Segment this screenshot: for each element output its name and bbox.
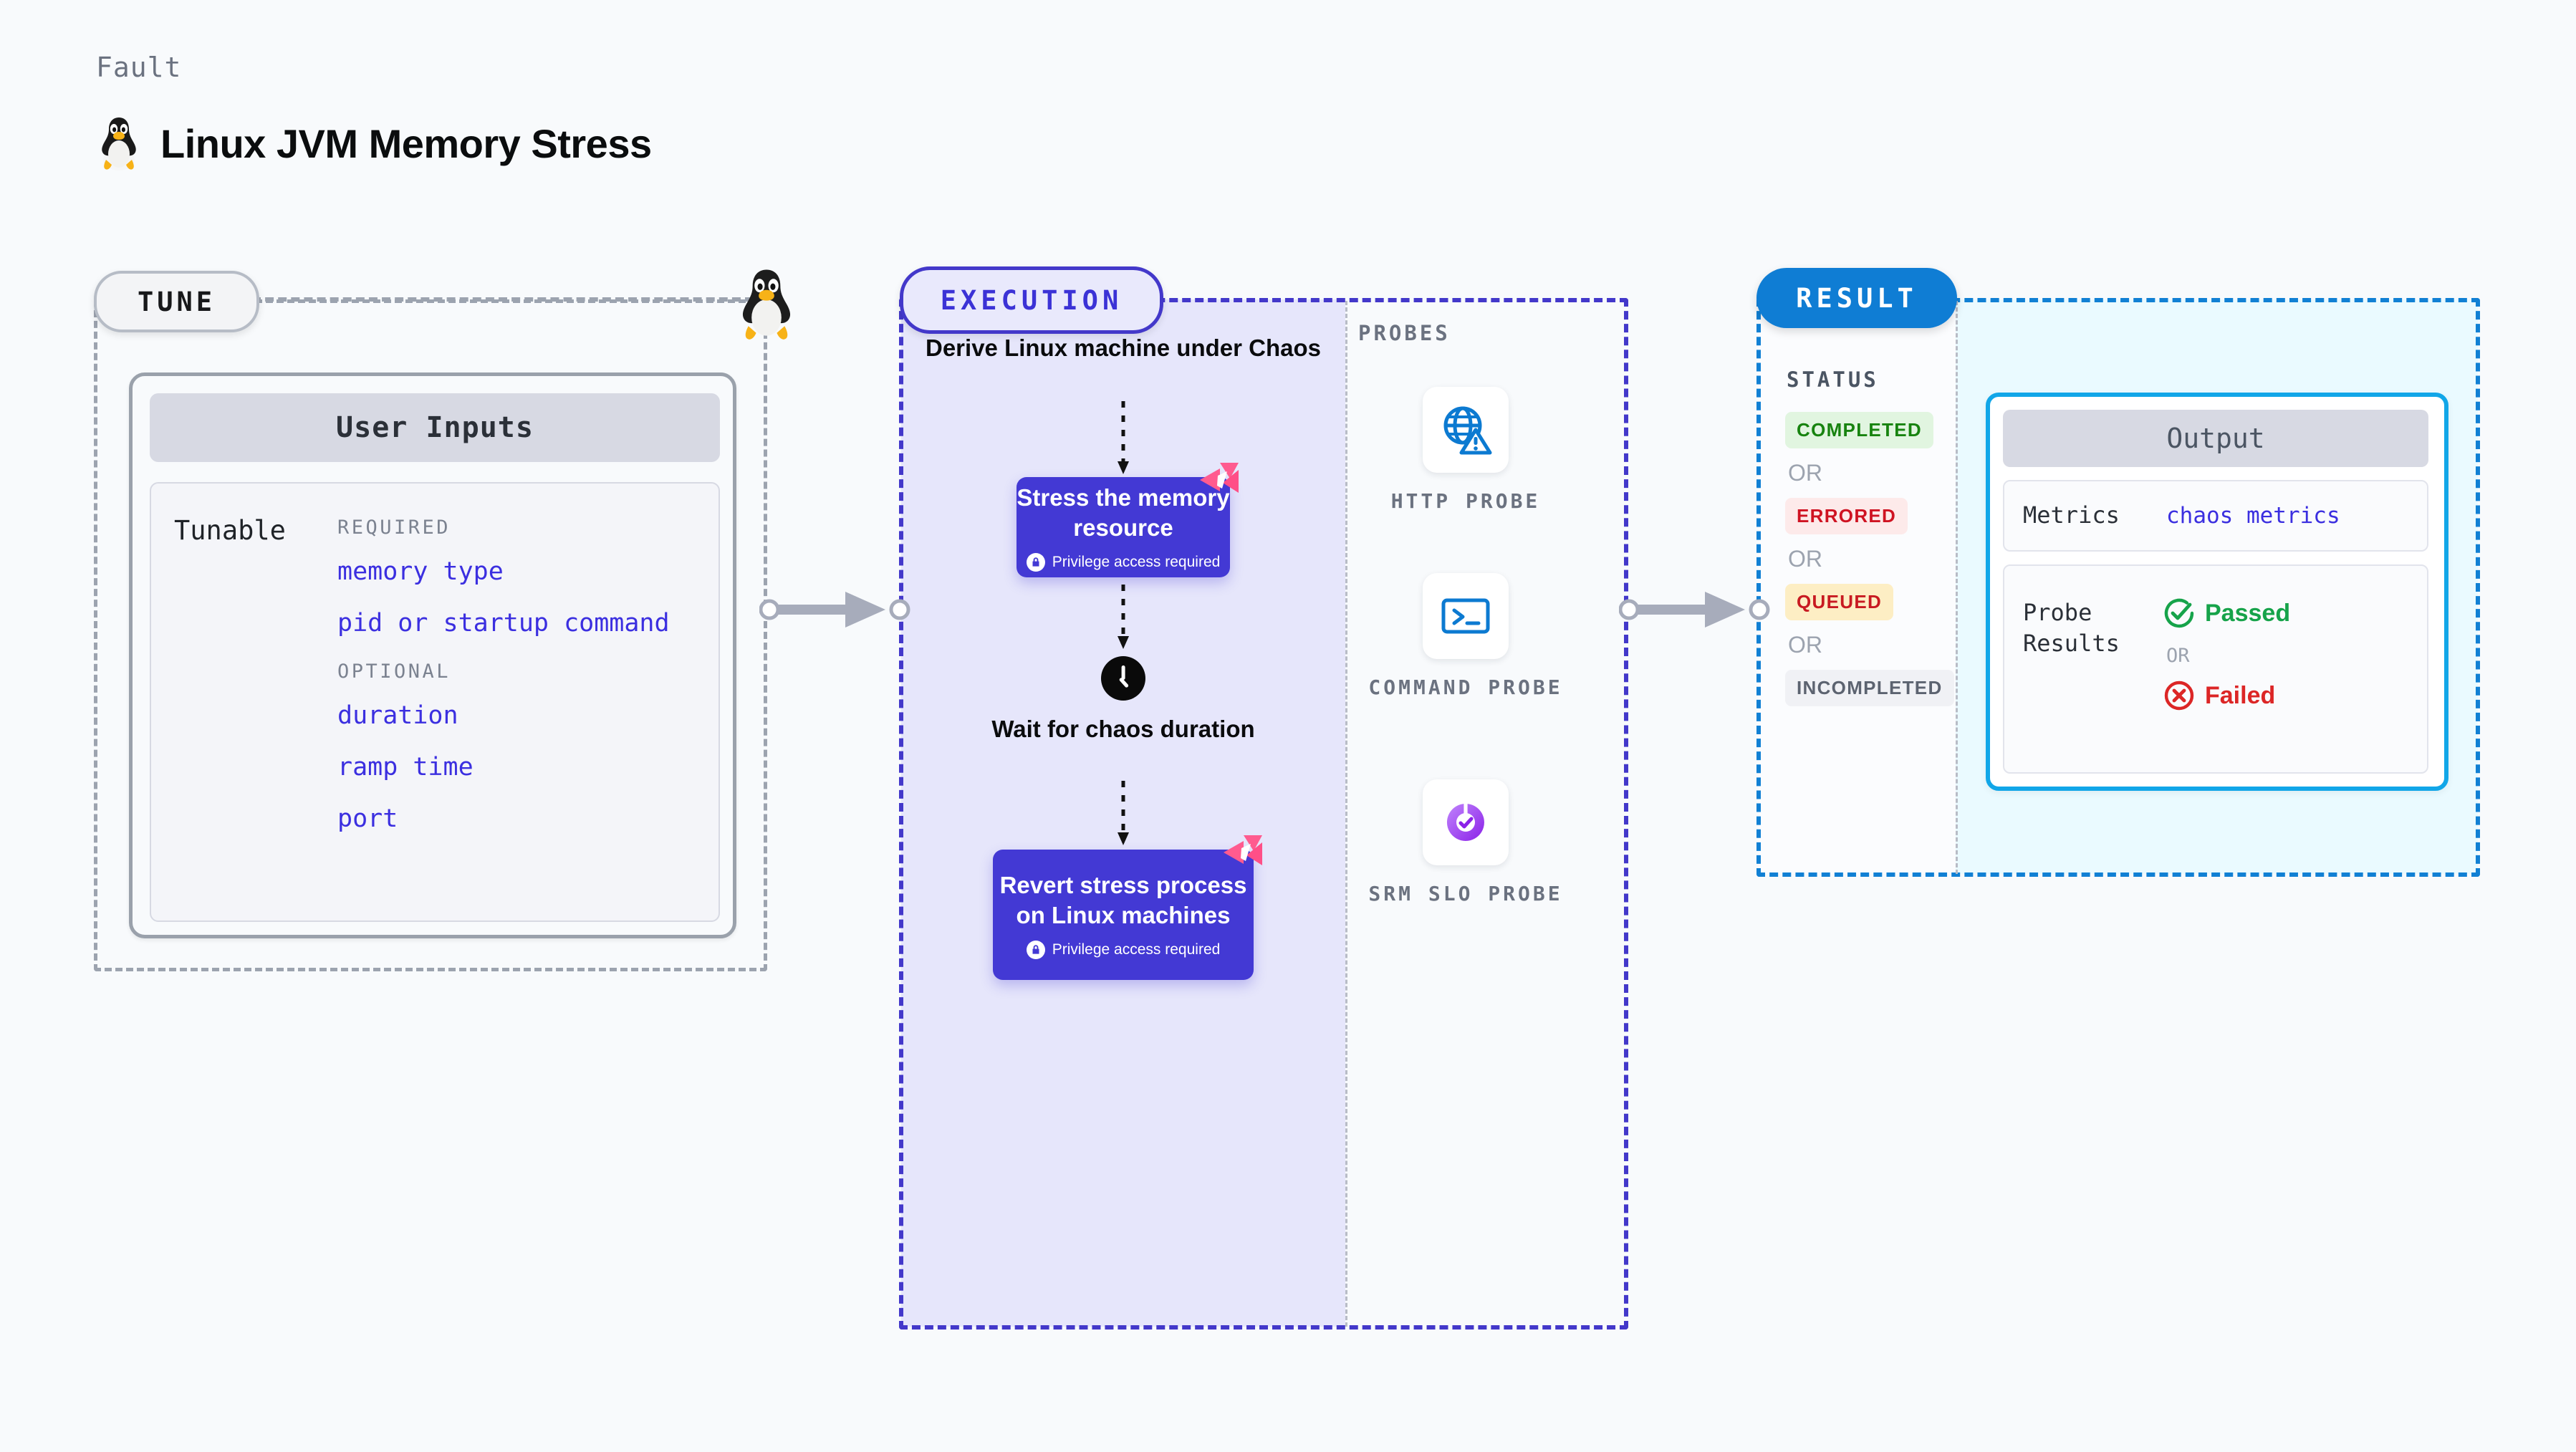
execution-probes-panel [899, 298, 1628, 1330]
tunable-item[interactable]: port [337, 804, 398, 833]
status-list: COMPLETED OR ERRORED OR QUEUED OR INCOMP… [1785, 412, 1957, 706]
flow-arrow-down-icon [1118, 781, 1129, 845]
linux-tux-icon [102, 117, 136, 170]
lock-icon [1026, 553, 1045, 572]
privilege-row: Privilege access required [1026, 941, 1221, 960]
or-separator: OR [1788, 460, 1822, 486]
probe-label: HTTP PROBE [1390, 489, 1541, 513]
fault-kicker-label: Fault [96, 52, 182, 83]
or-separator: OR [1788, 632, 1822, 658]
arrow-right-icon [1619, 592, 1770, 628]
probe-passed-label: Passed [2205, 599, 2291, 627]
result-pill-label: RESULT [1796, 282, 1918, 314]
user-inputs-header: User Inputs [150, 393, 720, 462]
globe-alert-icon [1423, 387, 1509, 473]
status-label: STATUS [1787, 367, 1879, 392]
flow-card-title: Stress the memory resource [1017, 484, 1230, 541]
check-circle-icon [2164, 598, 2194, 628]
tune-pill-label: TUNE [137, 286, 216, 317]
probe-failed-label: Failed [2205, 681, 2276, 709]
status-badge-incompleted: INCOMPLETED [1785, 670, 1954, 706]
flow-card-stress-memory[interactable]: Stress the memory resource Privilege acc… [1017, 463, 1239, 577]
clock-icon [1101, 656, 1145, 701]
probe-item-command[interactable]: COMMAND PROBE [1358, 573, 1573, 703]
metrics-value[interactable]: chaos metrics [2166, 503, 2340, 529]
output-card: Output Metrics chaos metrics Probe Resul… [1986, 393, 2448, 791]
probe-item-srm-slo[interactable]: SRM SLO PROBE [1358, 779, 1573, 909]
user-inputs-header-label: User Inputs [336, 411, 534, 444]
probe-label: SRM SLO PROBE [1368, 882, 1563, 905]
user-inputs-card: User Inputs Tunable REQUIRED memory type… [129, 372, 736, 938]
tunable-item[interactable]: duration [337, 701, 458, 730]
or-separator: OR [1788, 546, 1822, 572]
flow-card-revert-stress[interactable]: Revert stress process on Linux machines … [993, 835, 1262, 980]
tunable-row-label: Tunable [174, 515, 286, 546]
tunable-item[interactable]: ramp time [337, 753, 474, 782]
status-badge-errored: ERRORED [1785, 498, 1908, 534]
probe-results-row: Probe Results Passed OR [2003, 564, 2428, 774]
srm-slo-donut-icon [1423, 779, 1509, 865]
tune-dashed-top-line [252, 297, 754, 302]
probes-section-label: PROBES [1358, 321, 1451, 345]
tunable-item[interactable]: pid or startup command [337, 609, 670, 638]
page-title: Linux JVM Memory Stress [160, 120, 652, 166]
tunable-box: Tunable REQUIRED memory type pid or star… [150, 482, 720, 922]
result-section-pill[interactable]: RESULT [1756, 268, 1957, 328]
flow-card-title: Revert stress process on Linux machines [999, 871, 1247, 928]
flow-step-wait-duration: Wait for chaos duration [991, 716, 1255, 742]
flow-step-derive-machine: Derive Linux machine under Chaos [926, 335, 1321, 361]
terminal-icon [1423, 573, 1509, 659]
metrics-row: Metrics chaos metrics [2003, 480, 2428, 552]
result-panel [1756, 298, 2480, 877]
metrics-key-label: Metrics [2023, 501, 2120, 529]
status-badge-queued: QUEUED [1785, 584, 1894, 620]
status-badge-completed: COMPLETED [1785, 412, 1933, 448]
probe-item-http[interactable]: HTTP PROBE [1358, 387, 1573, 516]
output-card-header: Output [2003, 410, 2428, 467]
privilege-note: Privilege access required [1052, 554, 1221, 571]
probe-result-failed: Failed [2163, 680, 2290, 711]
privilege-row: Privilege access required [1026, 553, 1221, 572]
probe-label: COMMAND PROBE [1368, 675, 1563, 699]
tunable-item[interactable]: memory type [337, 557, 504, 586]
harness-logo-icon [1224, 835, 1262, 865]
flow-arrow-down-icon [1118, 585, 1129, 649]
lock-icon [1026, 941, 1045, 960]
arrow-right-icon [759, 592, 910, 628]
result-panel-divider [1956, 301, 1958, 874]
execution-flow: Derive Linux machine under Chaos Stress … [901, 299, 1345, 1327]
page-title-row: Linux JVM Memory Stress [96, 115, 652, 172]
tune-section-pill[interactable]: TUNE [94, 271, 259, 332]
harness-logo-icon [1200, 463, 1239, 493]
output-header-label: Output [2166, 423, 2265, 454]
or-separator: OR [2166, 645, 2190, 667]
linux-tux-icon [742, 269, 791, 340]
tunable-list: REQUIRED memory type pid or startup comm… [337, 506, 710, 856]
execution-section-pill[interactable]: EXECUTION [900, 266, 1163, 334]
execution-probes-divider [1345, 301, 1347, 1327]
privilege-note: Privilege access required [1052, 941, 1221, 958]
tunable-group-label-optional: OPTIONAL [337, 660, 451, 683]
tunable-group-label-required: REQUIRED [337, 516, 451, 539]
x-circle-icon [2164, 681, 2194, 711]
execution-pill-label: EXECUTION [940, 284, 1123, 316]
probe-result-passed: Passed [2163, 597, 2290, 629]
probe-results-key-label: Probe Results [2023, 599, 2120, 658]
flow-arrow-down-icon [1118, 401, 1129, 474]
